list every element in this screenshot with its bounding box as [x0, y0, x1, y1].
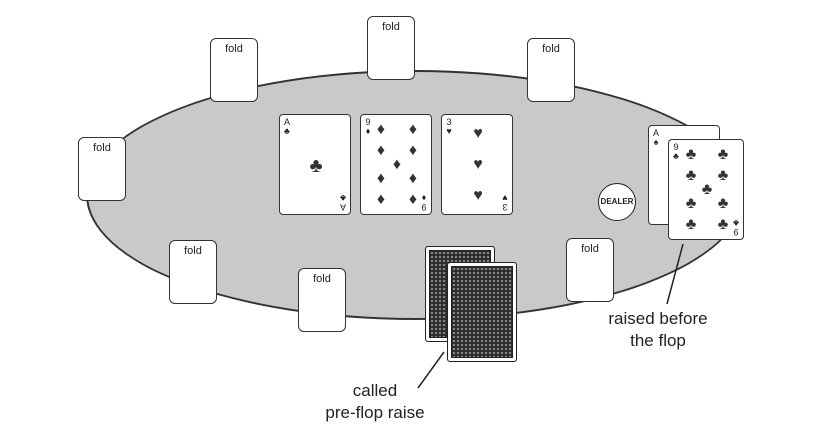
card-rank: A	[652, 128, 659, 138]
folded-seat-top: fold	[367, 16, 415, 80]
caller-annotation: called pre-flop raise	[290, 380, 460, 424]
card-suit: ♦	[365, 126, 371, 136]
folded-seat-top-left: fold	[210, 38, 258, 102]
caller-leader-line	[417, 351, 445, 389]
flop-card-2: 9♦ ♦ ♦ ♦ ♦ ♦ ♦ ♦ ♦ ♦ 9♦	[360, 114, 432, 215]
raiser-hole-card-2: 9♣ ♣ ♣ ♣ ♣ ♣ ♣ ♣ ♣ ♣ 9♣	[668, 139, 744, 240]
raiser-annotation-line1: raised before	[608, 309, 708, 328]
caller-annotation-line2: pre-flop raise	[325, 403, 425, 422]
flop-card-1: A♣ ♣ A♣	[279, 114, 351, 215]
folded-seat-bottom: fold	[298, 268, 346, 332]
card-rank: 3	[446, 117, 452, 127]
flop-card-3: 3♥ ♥ ♥ ♥ 3♥	[441, 114, 513, 215]
folded-seat-left: fold	[78, 137, 126, 201]
card-rank: 9	[365, 117, 371, 127]
folded-seat-bottom-right: fold	[566, 238, 614, 302]
card-suit: ♣	[673, 151, 679, 161]
raiser-annotation-line2: the flop	[630, 331, 686, 350]
card-rank: 9	[673, 142, 679, 152]
card-suit: ♣	[284, 126, 290, 136]
caller-facedown-card-2	[447, 262, 517, 362]
club-pip: ♣	[309, 155, 323, 177]
dealer-button: DEALER	[598, 183, 636, 221]
raiser-annotation: raised before the flop	[584, 308, 732, 352]
folded-seat-bottom-left: fold	[169, 240, 217, 304]
caller-annotation-line1: called	[352, 381, 398, 400]
card-suit: ♥	[446, 126, 452, 136]
raiser-leader-line	[666, 243, 684, 305]
card-rank: A	[283, 117, 290, 127]
folded-seat-top-right: fold	[527, 38, 575, 102]
card-suit: ♠	[653, 137, 659, 147]
